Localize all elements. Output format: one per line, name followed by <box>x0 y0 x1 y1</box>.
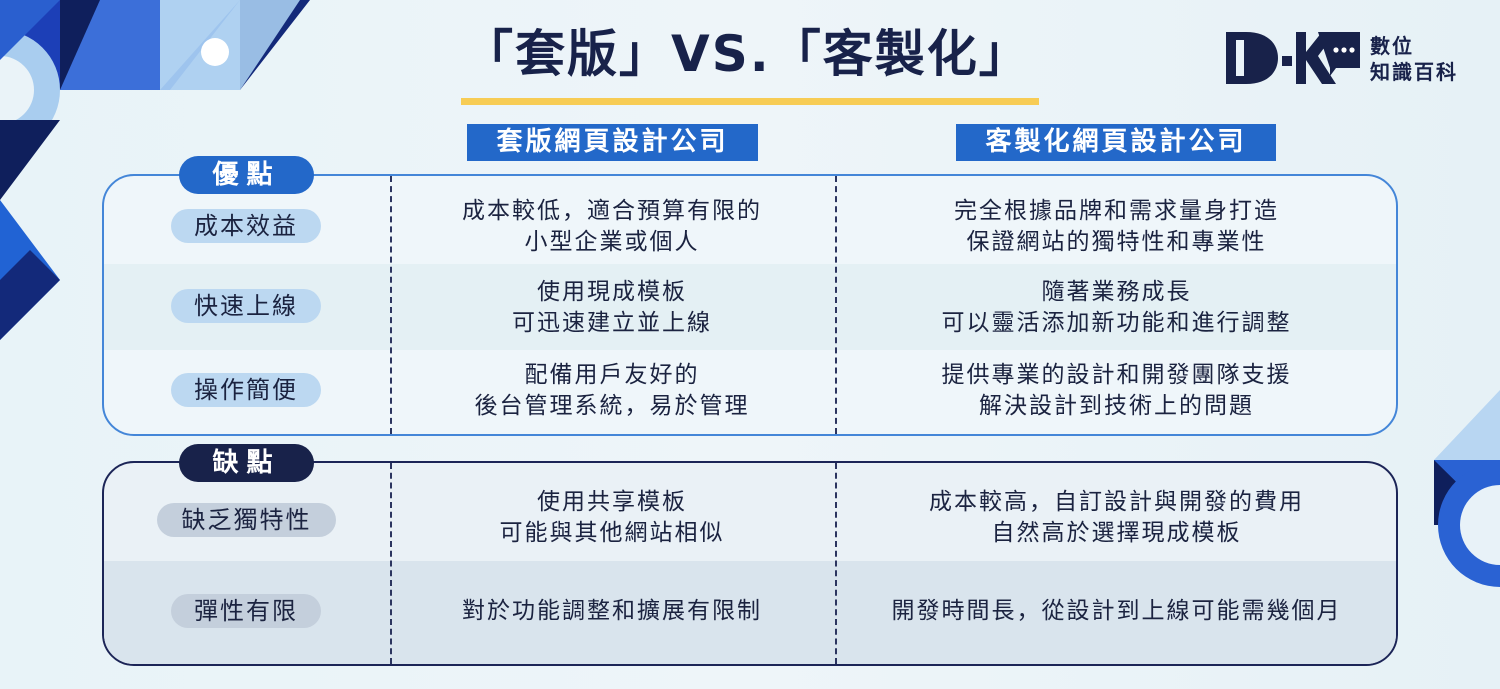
column-header-custom: 客製化網頁設計公司 <box>956 124 1276 161</box>
cons-label: 缺點 <box>179 444 314 482</box>
cons-section <box>102 461 1398 666</box>
cell-custom-fast-launch: 隨著業務成長 可以靈活添加新功能和進行調整 <box>941 279 1292 336</box>
row-label-fast-launch: 快速上線 <box>171 289 321 323</box>
row-label-cost: 成本效益 <box>171 209 321 243</box>
cell-custom-easy-use: 提供專業的設計和開發團隊支援 解決設計到技術上的問題 <box>941 362 1292 419</box>
cell-template-flexibility: 對於功能調整和擴展有限制 <box>462 598 762 624</box>
decorative-shapes-left <box>0 0 310 340</box>
row-label-flexibility: 彈性有限 <box>171 594 321 628</box>
cell-template-uniqueness: 使用共享模板 可能與其他網站相似 <box>499 489 725 546</box>
pros-label: 優點 <box>179 156 314 194</box>
column-header-template: 套版網頁設計公司 <box>467 124 758 161</box>
logo-text: 數位 知識百科 <box>1370 33 1458 85</box>
column-divider <box>390 463 392 664</box>
column-divider <box>835 463 837 664</box>
cell-custom-flexibility: 開發時間長，從設計到上線可能需幾個月 <box>891 598 1342 624</box>
cell-template-fast-launch: 使用現成模板 可迅速建立並上線 <box>512 279 712 336</box>
row-label-easy-use: 操作簡便 <box>171 373 321 407</box>
cell-template-cost: 成本較低，適合預算有限的 小型企業或個人 <box>462 198 762 255</box>
cell-template-easy-use: 配備用戶友好的 後台管理系統，易於管理 <box>474 362 750 419</box>
column-divider <box>390 176 392 434</box>
row-label-uniqueness: 缺乏獨特性 <box>157 503 336 537</box>
logo-line2: 知識百科 <box>1370 60 1458 84</box>
cell-custom-uniqueness: 成本較高，自訂設計與開發的費用 自然高於選擇現成模板 <box>929 489 1304 546</box>
page-title: 「套版」VS.「客製化」 <box>463 25 1031 83</box>
column-divider <box>835 176 837 434</box>
cell-custom-cost: 完全根據品牌和需求量身打造 保證網站的獨特性和專業性 <box>954 198 1279 255</box>
decorative-shapes-right <box>1434 390 1500 587</box>
title-underline <box>461 98 1039 105</box>
logo-line1: 數位 <box>1370 34 1414 58</box>
dkp-logo <box>1226 32 1360 84</box>
